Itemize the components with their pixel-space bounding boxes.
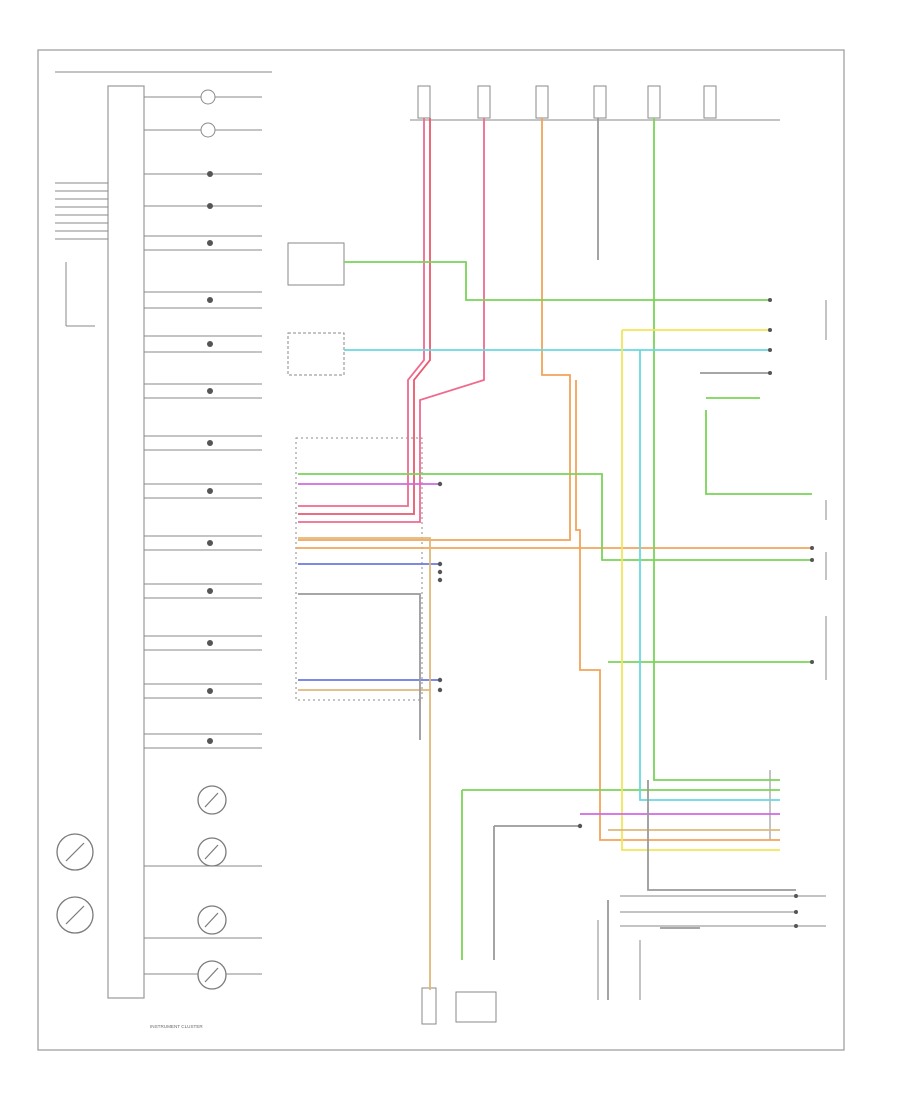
cluster-gauges xyxy=(56,785,227,990)
top-connectors xyxy=(410,85,780,121)
cluster-bar xyxy=(107,85,145,999)
cluster-label: INSTRUMENT CLUSTER xyxy=(150,1024,203,1029)
right-connector-lines xyxy=(421,300,827,1025)
indicator-bulbs xyxy=(200,89,216,744)
splice-dots xyxy=(437,298,814,928)
module-box-1 xyxy=(287,242,345,286)
diagram-frame xyxy=(37,49,845,1051)
wires xyxy=(296,118,812,1000)
left-connector-lines xyxy=(55,182,108,327)
connector-block xyxy=(295,437,423,701)
module-box-2 xyxy=(287,332,345,376)
